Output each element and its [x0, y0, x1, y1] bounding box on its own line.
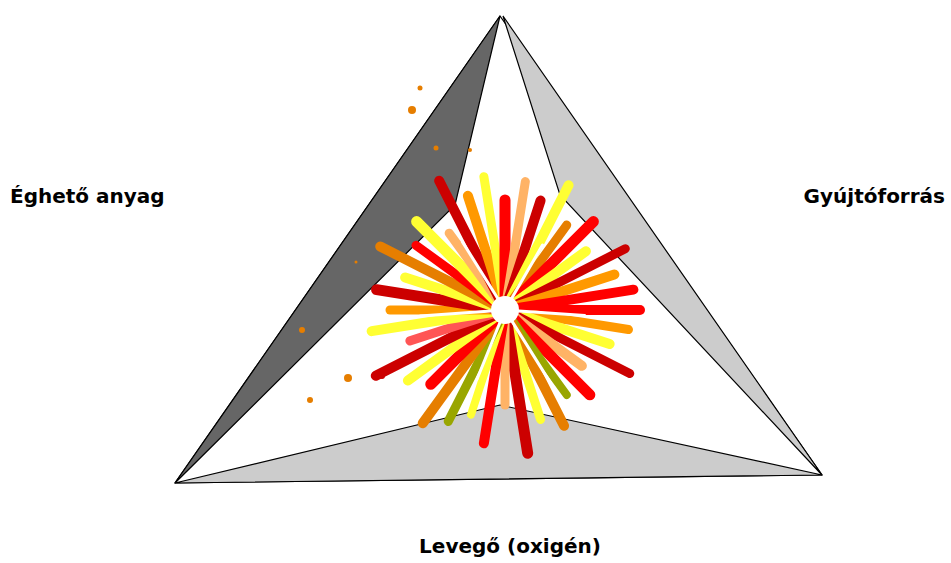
fuel-label: Éghető anyag	[10, 184, 165, 208]
triangle-white	[175, 16, 822, 483]
ignition-label: Gyújtóforrás	[804, 184, 945, 208]
oxygen-wedge	[175, 405, 822, 483]
heat-wedge	[503, 16, 822, 475]
fire-burst	[372, 177, 640, 454]
oxygen-label: Levegő (oxigén)	[419, 534, 601, 558]
